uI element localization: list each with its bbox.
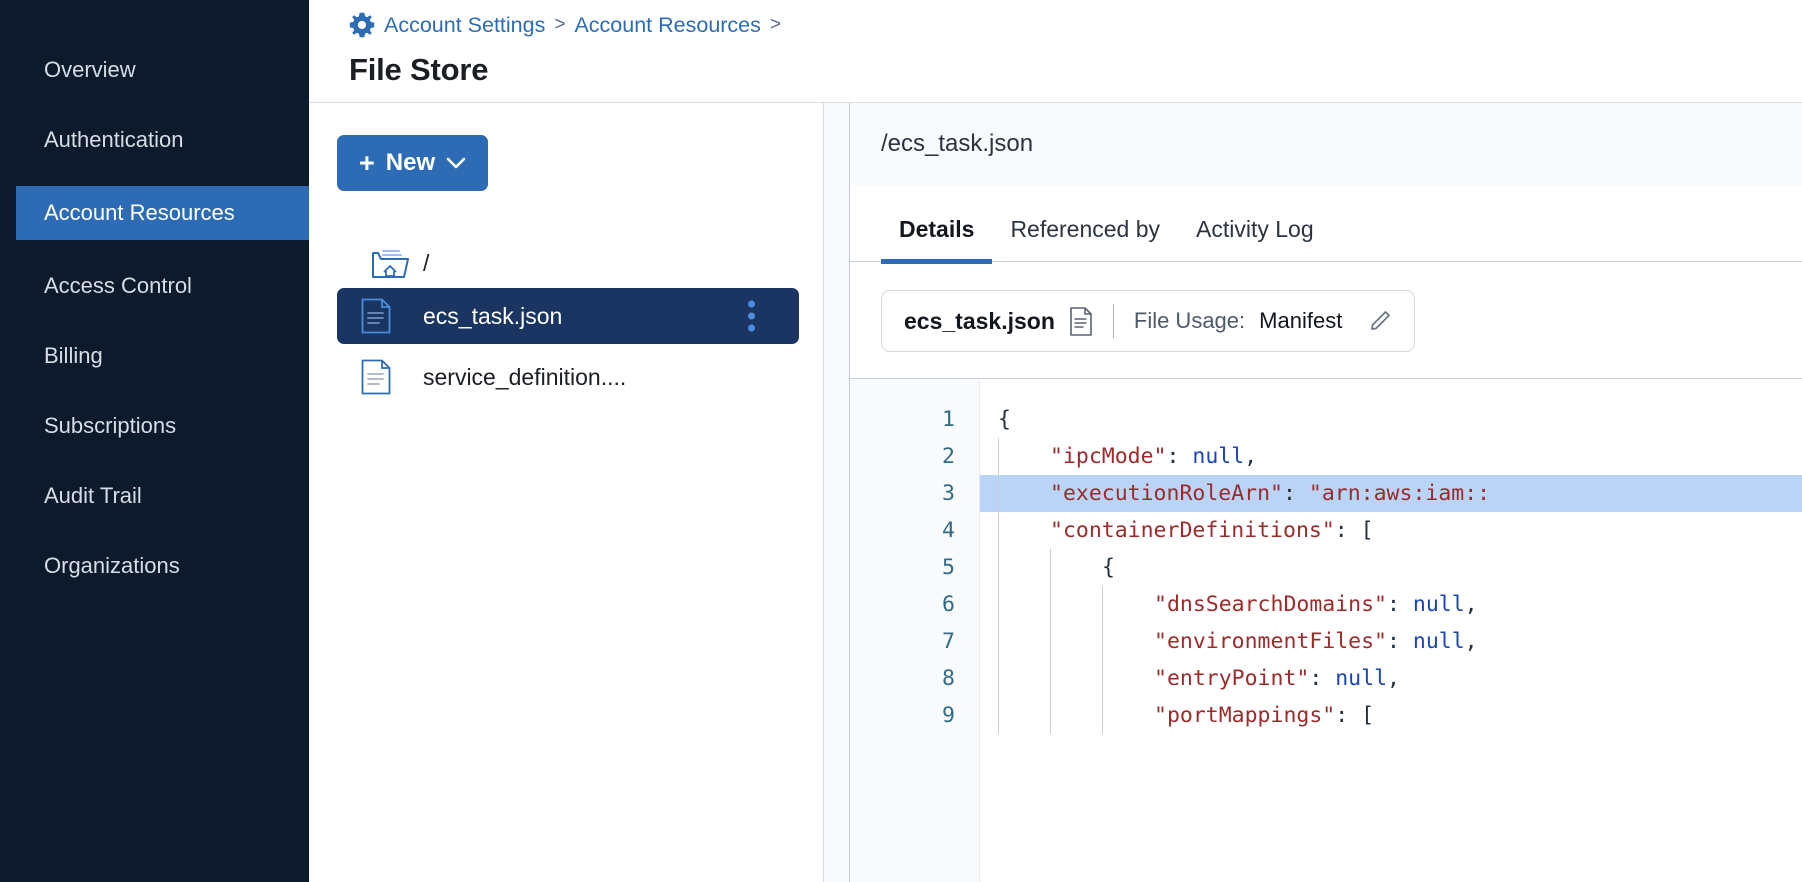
line-number: 9 [942,703,955,728]
file-json-icon [361,298,391,334]
main-area: Account Settings > Account Resources > File… [309,0,1802,882]
sidebar-item-label: Account Resources [44,200,235,225]
sidebar-item-label: Authentication [44,127,184,152]
sidebar-item-label: Organizations [44,553,180,578]
line-number: 3 [942,481,955,506]
line-number: 6 [942,592,955,617]
code-line[interactable]: { [980,549,1802,586]
code-content[interactable]: { "ipcMode": null,"executionRoleArn": "ar… [980,379,1802,882]
code-line[interactable]: "portMappings": [ [980,697,1802,734]
tab-details[interactable]: Details [881,216,993,264]
code-line[interactable]: "dnsSearchDomains": null, [980,586,1802,623]
line-number: 4 [942,518,955,543]
detail-tabs: Details Referenced by Activity Log [850,185,1802,264]
sidebar-item-label: Billing [44,343,103,368]
document-icon [1070,306,1092,336]
pane-splitter[interactable] [823,103,850,882]
line-number: 5 [942,555,955,580]
usage-label: File Usage: [1133,308,1246,333]
tree-root-folder[interactable]: / [337,243,823,283]
file-list-item[interactable]: ecs_task.json [337,288,799,344]
tab-referenced-by[interactable]: Referenced by [1010,216,1161,242]
breadcrumb-link-2[interactable]: Account Resources [574,12,761,37]
page-title: File Store [349,52,489,87]
file-usage-section: ecs_task.json File Usage: Manifest [850,262,1802,352]
line-number: 2 [942,444,955,469]
edit-pencil-icon[interactable] [1368,308,1394,334]
file-tree-pane: + New / [309,103,823,882]
file-tree: / ecs_task.json service_definition.... [337,243,823,405]
sidebar-item-authentication[interactable]: Authentication [0,116,309,164]
page-header: Account Settings > Account Resources > File… [309,0,1802,103]
code-line[interactable]: "ipcMode": null, [980,438,1802,475]
content-row: + New / [309,103,1802,882]
line-number: 1 [942,407,955,432]
line-number: 7 [942,629,955,654]
usage-value: Manifest [1259,308,1343,333]
file-json-icon [361,359,391,395]
file-usage-card: ecs_task.json File Usage: Manifest [881,290,1416,352]
sidebar-item-overview[interactable]: Overview [0,46,309,94]
code-editor[interactable]: 1 2 3 4 5 6 7 8 9 { "ipcMode": null,"executionRol… [850,378,1802,882]
sidebar-item-label: Audit Trail [44,483,142,508]
tree-root-label: / [423,249,430,276]
sidebar-item-organizations[interactable]: Organizations [0,542,309,590]
sidebar-item-access-control[interactable]: Access Control [0,262,309,310]
breadcrumb-separator: > [769,14,782,35]
code-line[interactable]: "environmentFiles": null, [980,623,1802,660]
chevron-down-icon [446,157,466,168]
code-line[interactable]: "entryPoint": null, [980,660,1802,697]
new-button[interactable]: + New [337,135,489,191]
usage-divider [1112,304,1114,338]
sidebar-item-label: Overview [44,57,136,82]
code-line[interactable]: { [998,407,1011,432]
file-list: ecs_task.json service_definition.... [337,288,823,405]
file-detail-pane: /ecs_task.json Details Referenced by Activ… [850,103,1802,882]
folder-home-icon [372,250,409,278]
plus-icon: + [359,147,375,178]
sidebar-item-label: Access Control [44,273,192,298]
breadcrumb-link-1[interactable]: Account Settings [384,12,546,37]
sidebar-item-label: Subscriptions [44,413,177,438]
code-line[interactable]: "executionRoleArn": "arn:aws:iam:: [980,475,1802,512]
tab-activity-log[interactable]: Activity Log [1196,216,1314,242]
gear-icon [349,12,375,38]
file-path-header: /ecs_task.json [850,103,1802,185]
usage-file-name: ecs_task.json [904,307,1055,334]
code-line[interactable]: "containerDefinitions": [ [980,512,1802,549]
file-list-item-label: service_definition.... [423,363,627,390]
sidebar-item-account-resources[interactable]: Account Resources [16,186,309,240]
sidebar-item-audit-trail[interactable]: Audit Trail [0,472,309,520]
new-button-label: New [385,149,436,176]
breadcrumb: Account Settings > Account Resources > [349,6,1802,44]
sidebar-item-subscriptions[interactable]: Subscriptions [0,402,309,450]
file-list-item-label: ecs_task.json [423,302,563,329]
file-options-kebab-icon[interactable] [748,300,755,332]
breadcrumb-separator: > [554,14,566,35]
sidebar-item-billing[interactable]: Billing [0,332,309,380]
line-number-gutter: 1 2 3 4 5 6 7 8 9 [850,379,980,882]
line-number: 8 [942,666,955,691]
file-list-item[interactable]: service_definition.... [337,349,799,405]
